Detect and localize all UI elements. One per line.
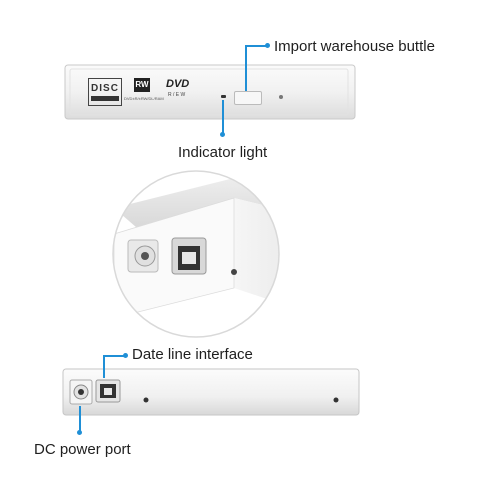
indicator-light-label: Indicator light — [178, 144, 268, 161]
indicator-callout-dot — [220, 132, 225, 137]
eject-callout-line-h — [245, 45, 267, 47]
eject-callout-line — [245, 45, 247, 91]
indicator-led — [221, 95, 226, 98]
emergency-eject-hole — [279, 95, 283, 99]
dvd-logo: DVD — [166, 78, 190, 90]
data-port-label: Date line interface — [132, 346, 253, 363]
eject-button[interactable] — [234, 91, 262, 105]
data-port-callout-line-h — [103, 355, 125, 357]
drive-back-shape — [62, 368, 360, 416]
rw-logo-text: RW — [135, 80, 149, 89]
indicator-callout-line — [222, 100, 224, 134]
power-port-label: DC power port — [34, 441, 131, 458]
disc-logo-bar — [91, 96, 119, 101]
drive-back-view — [62, 368, 360, 416]
eject-callout-dot — [265, 43, 270, 48]
magnified-ports-view — [84, 168, 324, 338]
power-port-callout-line — [79, 406, 81, 432]
power-port-callout-dot — [77, 430, 82, 435]
data-port-callout-line — [103, 356, 105, 378]
rw-logo: RW — [134, 78, 150, 92]
rw-sub-text: DVD±R/±RW/DL/RAM — [124, 96, 164, 101]
disc-logo-text: DISC — [91, 83, 119, 94]
eject-button-label: Import warehouse buttle — [274, 38, 435, 55]
disc-logo: DISC — [88, 78, 122, 106]
dvd-sub-text: R / E W — [168, 92, 186, 98]
drive-front-view: DISC RW DVD±R/±RW/DL/RAM DVD R / E W — [64, 64, 356, 120]
magnifier-circle — [112, 170, 280, 338]
data-port-callout-dot — [123, 353, 128, 358]
